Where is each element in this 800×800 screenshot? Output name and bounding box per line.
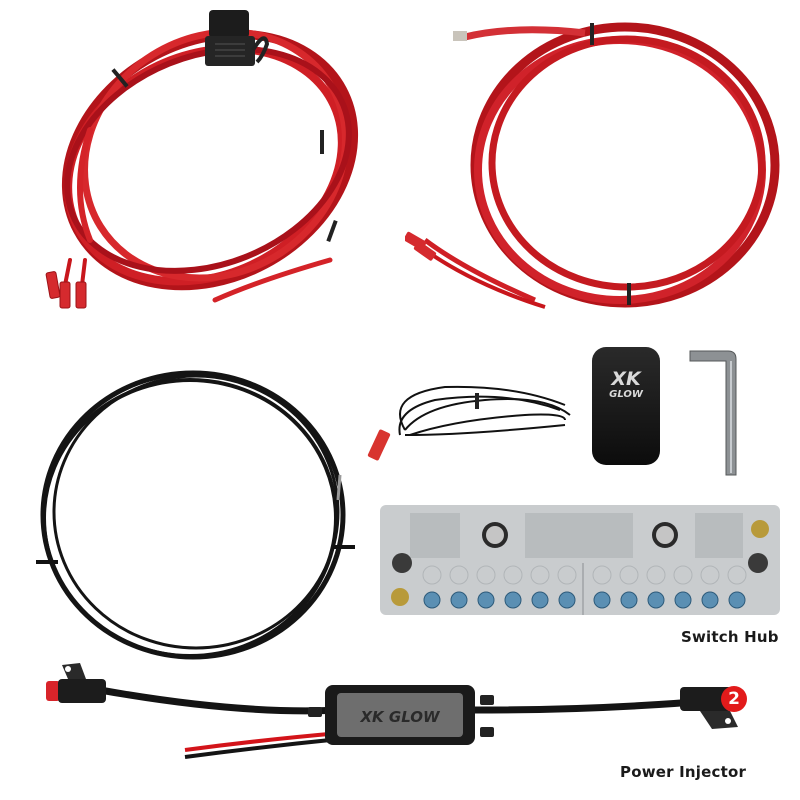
switch-logo-glow: GLOW xyxy=(609,389,644,400)
power-injector: XK GLOW xyxy=(40,655,760,765)
switch-hub-label: Switch Hub xyxy=(681,628,779,646)
red-fused-harness xyxy=(30,10,370,330)
black-signal-wire xyxy=(365,375,580,475)
switch-hub xyxy=(380,505,780,615)
callout-badge-2: 2 xyxy=(721,686,747,712)
switch-logo-xk: XK xyxy=(610,368,642,390)
injector-logo: XK GLOW xyxy=(359,708,440,726)
fuse-holder xyxy=(205,10,295,80)
rocker-switch: XK GLOW xyxy=(590,345,662,467)
hex-key xyxy=(688,345,743,480)
red-power-wire xyxy=(405,15,780,325)
power-injector-label: Power Injector xyxy=(620,763,747,781)
black-ground-wire xyxy=(28,360,368,670)
